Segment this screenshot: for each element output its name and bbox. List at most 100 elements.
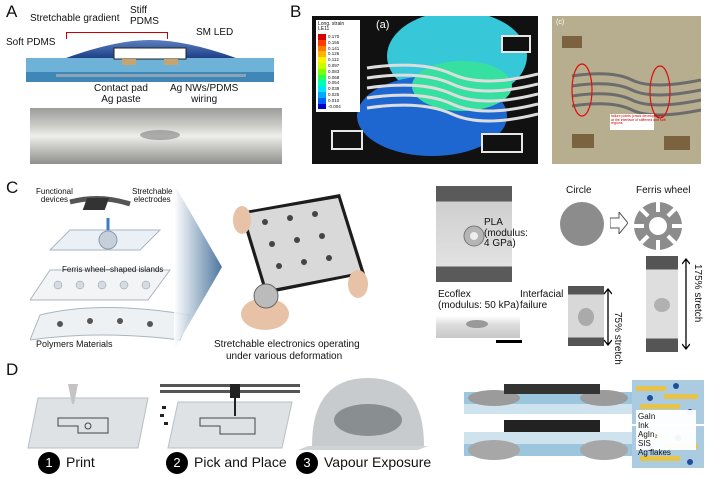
caption-line-2: under various deformation	[226, 351, 343, 362]
strain-legend-row: 0.039	[318, 86, 358, 92]
strain-legend-row: 0.141	[318, 45, 358, 52]
strain-legend-swatch	[318, 103, 326, 110]
wiring-label: Ag NWs/PDMS wiring	[170, 83, 239, 105]
stretch-75-arrow	[604, 288, 612, 346]
panel-label-d: D	[6, 360, 19, 379]
strain-legend-value: 0.126	[328, 51, 340, 57]
interfacial-failure-label: Interfacial failure	[520, 289, 564, 311]
layered-device-schematic	[30, 196, 191, 341]
crack-failure-photo: (c) failure points (crack development) a…	[552, 16, 701, 164]
pla-label: PLA (modulus: 4 GPa)	[484, 217, 528, 249]
materials-legend-item: AgIn₂	[638, 430, 658, 439]
strain-legend-swatch	[318, 68, 326, 75]
strain-legend-value: 0.112	[328, 57, 339, 63]
process-arrow	[174, 184, 222, 350]
strain-legend-value: 0.068	[328, 74, 340, 80]
strain-legend-row: 0.054	[318, 80, 358, 87]
strain-legend-row: 0.097	[318, 62, 358, 69]
strain-legend-swatch	[318, 39, 326, 46]
strain-legend-swatch	[318, 45, 326, 52]
strain-legend-swatch	[318, 51, 326, 58]
step-1-badge: 1	[38, 452, 60, 474]
led-cross-section-diagram	[26, 40, 274, 82]
strain-legend-swatch	[318, 97, 326, 104]
strain-legend-swatch	[318, 74, 326, 81]
sm-led-label: SM LED	[196, 27, 234, 38]
stiff-pdms-label: Stiff PDMS	[130, 5, 159, 27]
failure-annotation: failure points (crack development) at th…	[611, 114, 666, 126]
stretchable-led-photo	[30, 108, 282, 164]
ferris-wheel-label: Ferris wheel	[636, 185, 691, 196]
strain-legend-swatch	[318, 80, 326, 87]
sub-label-c: (c)	[556, 19, 565, 26]
caption-line-1: Stretchable electronics operating	[214, 339, 360, 350]
strain-legend-row: -0.004	[318, 103, 358, 110]
strain-legend-row: 0.112	[318, 57, 358, 63]
strain-legend-swatch	[318, 91, 326, 98]
step-3-label: Vapour Exposure	[324, 454, 432, 470]
strain-legend-row: 0.068	[318, 74, 358, 81]
stretch-175-label: 175% stretch	[692, 264, 703, 323]
strain-legend-swatch	[318, 62, 326, 69]
stretch-175-photo	[646, 256, 678, 352]
strain-legend-row: 0.126	[318, 51, 358, 58]
strain-legend-value: 0.097	[328, 62, 340, 68]
stretch-175-arrow	[682, 258, 690, 350]
polymers-materials-label: Polymers Materials	[36, 339, 113, 349]
soft-pdms-label: Soft PDMS	[6, 37, 56, 48]
strain-legend-swatch	[318, 57, 326, 63]
pla-ecoflex-photo	[436, 186, 512, 282]
strain-legend-row: 0.010	[318, 97, 358, 104]
stretch-75-photo	[568, 286, 604, 346]
interfacial-failure-photo	[436, 316, 520, 338]
strain-legend-row: 0.083	[318, 68, 358, 75]
stretchable-electrodes-label: Stretchable electrodes	[132, 187, 173, 205]
strain-legend-value: 0.025	[328, 91, 340, 97]
materials-legend-item: SIS	[638, 439, 651, 448]
panel-label-a: A	[6, 2, 18, 21]
functional-devices-label: Functional devices	[36, 187, 73, 205]
strain-legend-swatch	[318, 86, 326, 92]
strain-legend-row: 0.155	[318, 39, 358, 46]
contact-pad-label: Contact pad Ag paste	[94, 83, 148, 105]
panel-label-c: C	[6, 178, 19, 197]
panel-label-b: B	[290, 2, 302, 21]
stretch-75-label: 75% stretch	[612, 312, 623, 365]
strain-legend-title: Long. strain LE11	[318, 21, 345, 33]
step-2-label: Pick and Place	[194, 454, 287, 470]
vapour-exposure-step-illustration	[298, 378, 428, 450]
gradient-bracket	[66, 32, 168, 39]
strain-legend-value: 0.010	[328, 97, 340, 103]
strain-legend-value: -0.004	[328, 103, 341, 109]
sub-label-a: (a)	[376, 19, 390, 31]
circle-shape	[560, 202, 604, 246]
materials-legend-item: Ink	[638, 421, 649, 430]
shape-arrow	[610, 212, 628, 234]
strain-legend-swatch	[318, 34, 326, 40]
stretchable-array-photo	[230, 184, 370, 334]
print-step-illustration	[27, 384, 149, 449]
step-2-badge: 2	[166, 452, 188, 474]
step-1-label: Print	[66, 454, 95, 470]
step-3-badge: 3	[296, 452, 318, 474]
materials-legend-item: GaIn	[638, 412, 656, 421]
circle-label: Circle	[566, 185, 592, 196]
ferris-wheel-shape	[634, 202, 682, 250]
materials-legend-item: Ag flakes	[638, 448, 671, 457]
strain-legend-value: 0.155	[328, 39, 340, 45]
ferris-islands-label: Ferris wheel–shaped islands	[62, 265, 164, 274]
scale-bar	[496, 340, 522, 343]
stretchable-gradient-label: Stretchable gradient	[30, 13, 120, 24]
strain-legend-value: 0.054	[328, 80, 340, 86]
strain-legend-row: 0.025	[318, 91, 358, 98]
strain-legend-row: 0.170	[318, 34, 358, 40]
strain-legend-value: 0.141	[328, 45, 340, 51]
strain-legend-value: 0.083	[328, 68, 340, 74]
pick-place-step-illustration	[160, 384, 300, 449]
strain-legend-value: 0.170	[328, 34, 340, 39]
strain-legend-value: 0.039	[328, 86, 340, 92]
